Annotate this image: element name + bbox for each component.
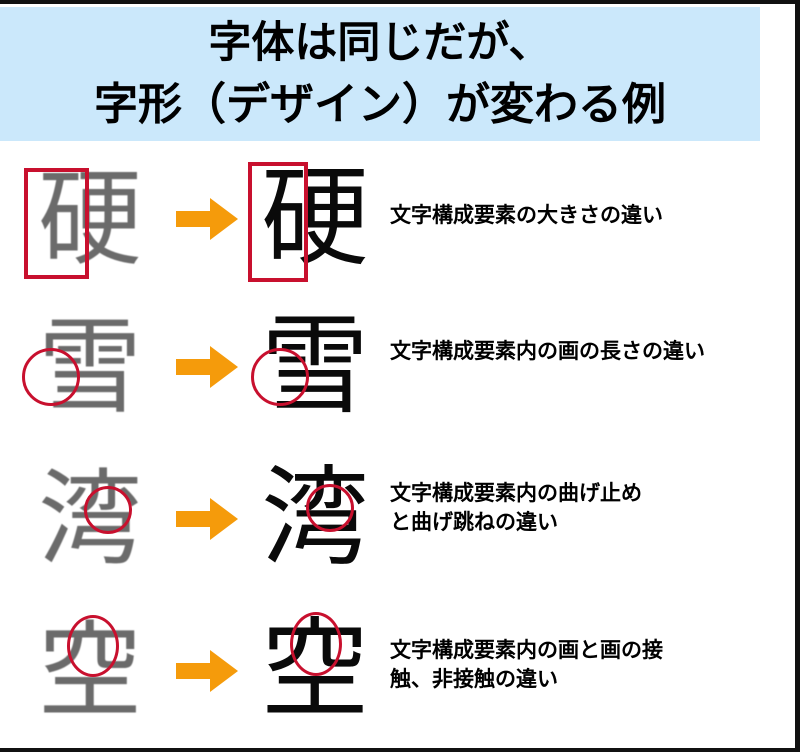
comparison-row-1: 硬 硬 文字構成要素の大きさの違い xyxy=(0,144,795,294)
row-caption-1: 文字構成要素の大きさの違い xyxy=(390,201,663,230)
row-caption-2-line1: 文字構成要素内の画の長さの違い xyxy=(390,340,705,363)
row-caption-1-line1: 文字構成要素の大きさの違い xyxy=(390,204,663,227)
glyph-before-cell-3: 湾 xyxy=(10,444,170,594)
row-caption-3-line2: と曲げ跳ねの違い xyxy=(390,511,558,534)
comparison-row-4: 空 空 文字構成要素内の画と画の接 触、非接触の違い xyxy=(0,596,795,746)
content-sheet: 字体は同じだが、 字形（デザイン）が変わる例 硬 硬 文字構成要素の大きさの違い xyxy=(0,4,795,756)
glyph-after-cell-2: 雪 xyxy=(235,292,395,442)
header-title-line1: 字体は同じだが、 xyxy=(208,19,552,67)
glyph-before-2: 雪 xyxy=(37,306,142,428)
glyph-after-cell-3: 湾 xyxy=(235,444,395,594)
row-caption-4-line2: 触、非接触の違い xyxy=(390,668,558,691)
glyph-after-1: 硬 xyxy=(260,156,369,281)
glyph-before-1: 硬 xyxy=(37,158,142,280)
row-caption-4: 文字構成要素内の画と画の接 触、非接触の違い xyxy=(390,636,663,694)
right-arrow-icon xyxy=(176,496,238,542)
glyph-before-4: 空 xyxy=(37,610,142,732)
comparison-row-3: 湾 湾 文字構成要素内の曲げ止め と曲げ跳ねの違い xyxy=(0,444,795,594)
glyph-after-3: 湾 xyxy=(260,456,369,581)
right-arrow-icon xyxy=(176,196,238,242)
row-caption-2: 文字構成要素内の画の長さの違い xyxy=(390,337,705,366)
header-title-line2: 字形（デザイン）が変わる例 xyxy=(94,80,666,129)
right-arrow-icon xyxy=(176,648,238,694)
glyph-after-4: 空 xyxy=(260,608,369,733)
glyph-after-cell-4: 空 xyxy=(235,596,395,746)
glyph-before-3: 湾 xyxy=(37,458,142,580)
row-caption-4-line1: 文字構成要素内の画と画の接 xyxy=(390,639,663,662)
row-caption-3-line1: 文字構成要素内の曲げ止め xyxy=(390,482,642,505)
comparison-row-2: 雪 雪 文字構成要素内の画の長さの違い xyxy=(0,292,795,442)
row-caption-3: 文字構成要素内の曲げ止め と曲げ跳ねの違い xyxy=(390,479,642,537)
glyph-before-cell-2: 雪 xyxy=(10,292,170,442)
glyph-after-cell-1: 硬 xyxy=(235,144,395,294)
right-arrow-icon xyxy=(176,344,238,390)
glyph-before-cell-1: 硬 xyxy=(10,144,170,294)
glyph-after-2: 雪 xyxy=(260,304,369,429)
glyph-before-cell-4: 空 xyxy=(10,596,170,746)
header-banner: 字体は同じだが、 字形（デザイン）が変わる例 xyxy=(0,7,760,141)
